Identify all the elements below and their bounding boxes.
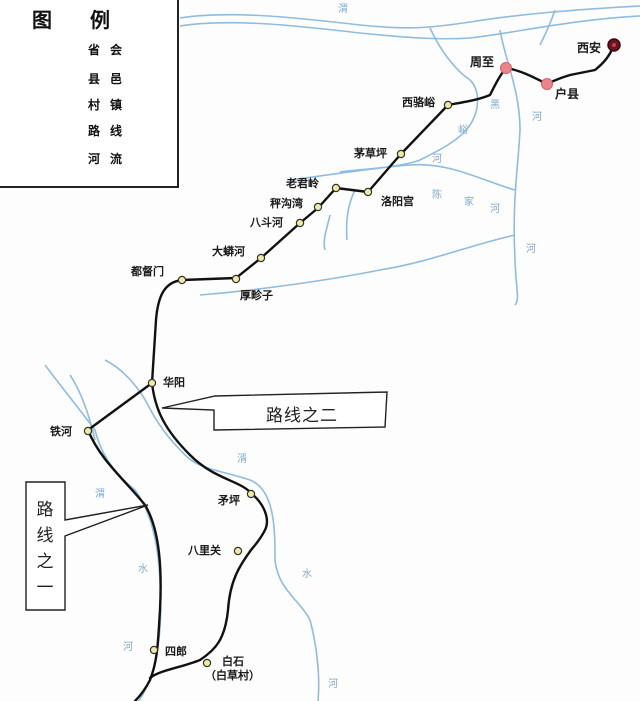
river-label: 河 [532,112,542,123]
river-label: 河 [490,204,500,215]
callout-route-one-label: 路 线 之 一 [35,497,55,601]
legend-label: 县邑 [88,72,133,86]
callout-char: 一 [36,578,54,598]
place-markers [83,38,621,668]
place-label-badouhe: 八斗河 [250,216,283,229]
wei-river-north-bank [179,5,640,29]
legend-title: 图例 [32,8,148,32]
place-label-huayang: 华阳 [163,376,185,389]
river-label: 河 [328,679,338,690]
legend-label: 省会 [88,43,133,57]
place-label-luoyanggong: 洛阳宫 [381,195,414,208]
place-label-silang: 四郎 [165,645,187,658]
place-label-baishi: 白石 [222,655,244,668]
river-label: 陈 [432,190,442,201]
callout-char: 线 [36,526,54,546]
river-label: 河 [432,154,442,165]
river-label: 渭 [95,489,105,500]
wei-river-south-bank [179,15,640,40]
legend: 图例 省会 县邑 村镇 路线 河流 [0,0,179,188]
routes [86,43,616,701]
legend-item-village: 村镇 [0,92,177,114]
river-label: 渭 [338,4,348,15]
callouts [25,391,388,611]
river-label: 峪 [458,125,468,136]
river-label: 河 [123,642,133,653]
place-label-tiehe: 铁河 [50,425,72,438]
east-river [499,29,521,306]
place-label-dudumen: 都督门 [131,265,164,278]
callout-route-one-box [25,481,149,611]
callout-route-two-box [161,391,388,431]
place-label-maoping: 矛坪 [218,494,240,507]
river-label: 黑 [490,100,500,111]
river-label: 水 [302,569,312,580]
route-one [86,381,162,701]
route-two [148,381,269,680]
callout-char: 路 [36,500,54,520]
chenjia-river [289,163,516,191]
place-label-maocaoping: 茅草坪 [354,147,387,160]
legend-label: 村镇 [88,98,133,112]
legend-item-capital: 省会 [0,37,177,59]
legend-label: 路线 [88,124,133,138]
place-label-baishi-alt: （白草村） [205,669,260,682]
legend-item-county: 县邑 [0,66,177,88]
northern-route [150,43,616,385]
place-label-zhouzhi: 周至 [470,55,495,69]
river-label: 湑 [237,454,247,465]
river-label: 河 [526,244,536,255]
river-label: 水 [138,564,148,575]
place-label-huxian: 户县 [555,87,580,101]
legend-label: 河流 [88,152,133,166]
place-label-xian: 西安 [577,41,602,55]
place-label-laojunling: 老君岭 [286,177,319,190]
callout-char: 之 [36,552,54,572]
legend-item-route: 路线 [0,118,177,140]
place-label-xiluoyu: 西骆峪 [402,96,435,109]
place-label-houzhenzi: 厚畛子 [240,289,273,302]
place-label-damanghe: 大蟒河 [212,245,245,258]
legend-item-river: 河流 [0,146,177,168]
place-label-baliguan: 八里关 [188,544,221,557]
south-river [199,234,516,296]
tian-river [104,359,320,701]
callout-route-two-label: 路线之二 [266,406,338,426]
river-label: 家 [464,197,474,208]
place-label-chenggouwan: 秤沟湾 [270,197,303,210]
